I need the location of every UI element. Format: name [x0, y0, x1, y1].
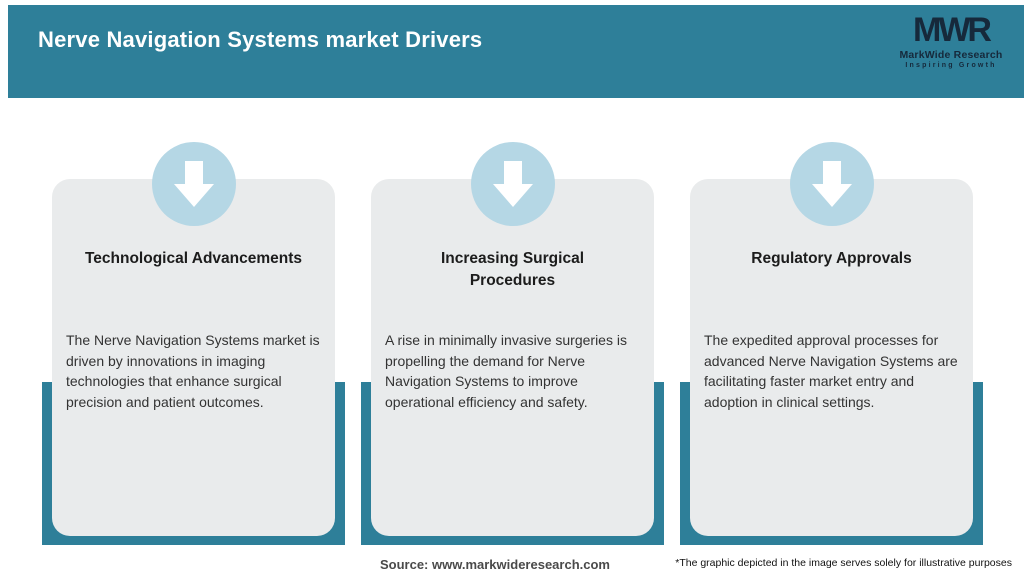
logo-monogram: MWR [913, 11, 992, 49]
driver-card-technological-advancements: Technological Advancements The Nerve Nav… [42, 142, 345, 545]
card-title: Increasing Surgical Procedures [441, 250, 584, 290]
card-panel [52, 179, 335, 536]
driver-card-regulatory-approvals: Regulatory Approvals The expedited appro… [680, 142, 983, 545]
card-title: Regulatory Approvals [751, 250, 912, 267]
card-body: The Nerve Navigation Systems market is d… [66, 332, 320, 411]
card-panel [690, 179, 973, 536]
arrow-down-icon [789, 142, 874, 226]
source-text: Source: www.markwideresearch.com [379, 557, 610, 572]
page-title: Nerve Navigation Systems market Drivers [38, 27, 483, 52]
markwide-research-logo: MWR MarkWide Research Inspiring Growth [892, 11, 1010, 69]
arrow-down-icon [151, 142, 236, 226]
card-body: The expedited approval processes for adv… [704, 332, 958, 411]
arrow-down-icon [470, 142, 555, 226]
driver-cards-row: Technological Advancements The Nerve Nav… [42, 142, 983, 545]
disclaimer-text: *The graphic depicted in the image serve… [675, 557, 1012, 569]
logo-tagline: Inspiring Growth [905, 61, 997, 69]
card-title: Technological Advancements [84, 250, 303, 267]
card-body: A rise in minimally invasive surgeries i… [385, 332, 627, 411]
header-bar: Nerve Navigation Systems market Drivers … [8, 5, 1024, 98]
card-panel [371, 179, 654, 536]
driver-card-increasing-surgical-procedures: Increasing Surgical Procedures A rise in… [361, 142, 664, 545]
logo-name: MarkWide Research [899, 48, 1003, 61]
